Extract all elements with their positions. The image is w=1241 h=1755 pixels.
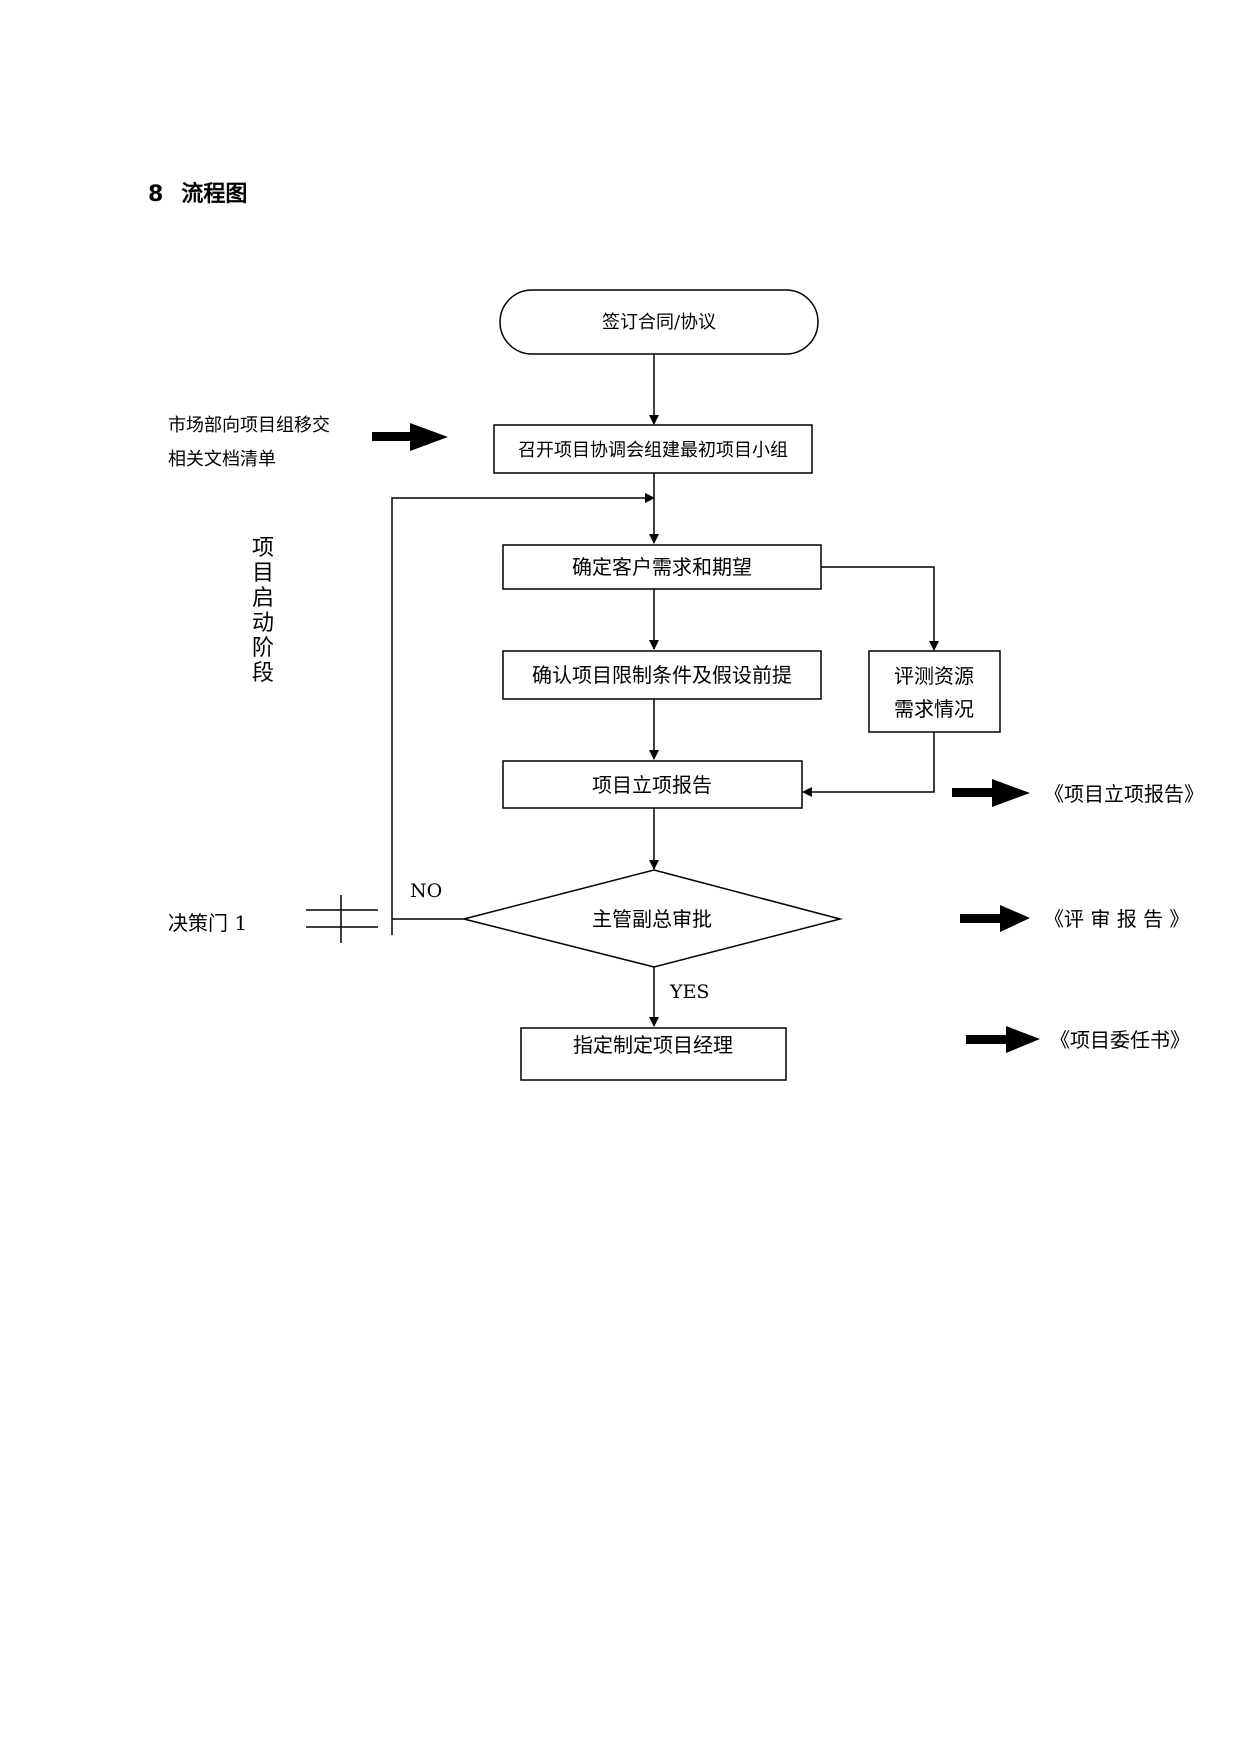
phase-char: 项 <box>252 536 274 561</box>
gate-label: 决策门 1 <box>168 911 247 935</box>
meeting-label: 召开项目协调会组建最初项目小组 <box>518 440 788 461</box>
resource-label-line2: 需求情况 <box>894 697 974 721</box>
appointment-output-arrow-icon <box>966 1026 1040 1053</box>
page-heading: 8 流程图 <box>148 176 247 208</box>
start-node: 签订合同/协议 <box>499 289 819 355</box>
gate-marker <box>306 895 378 943</box>
handover-arrow-icon <box>372 423 448 451</box>
review-output-arrow-icon <box>960 905 1030 932</box>
phase-char: 目 <box>252 561 274 586</box>
resource-node: 评测资源 需求情况 <box>868 650 1001 733</box>
handover-label-line2: 相关文档清单 <box>168 449 276 470</box>
yes-label: YES <box>669 981 709 1003</box>
loop-back-line <box>391 493 655 935</box>
requirements-node: 确定客户需求和期望 <box>502 544 822 590</box>
report-label: 项目立项报告 <box>592 773 712 797</box>
arrow-resource-to-report <box>802 732 935 797</box>
no-label: NO <box>410 880 442 902</box>
start-label: 签订合同/协议 <box>602 312 716 333</box>
constraints-label: 确认项目限制条件及假设前提 <box>532 663 792 687</box>
constraints-node: 确认项目限制条件及假设前提 <box>502 650 822 700</box>
decision-label: 主管副总审批 <box>592 907 712 931</box>
assign-node: 指定制定项目经理 <box>520 1027 787 1081</box>
requirements-label: 确定客户需求和期望 <box>572 555 752 579</box>
appointment-output-doc: 《项目委任书》 <box>1050 1028 1190 1052</box>
phase-char: 启 <box>252 586 274 611</box>
phase-char: 动 <box>252 611 274 636</box>
assign-label: 指定制定项目经理 <box>573 1033 733 1057</box>
review-output-doc: 《评 审 报 告 》 <box>1044 907 1189 931</box>
decision-node: 主管副总审批 <box>463 869 843 968</box>
phase-label: 项 目 启 动 阶 段 <box>252 536 274 686</box>
arrow-requirements-to-resource <box>821 566 939 651</box>
report-output-arrow-icon <box>952 779 1030 807</box>
phase-char: 段 <box>252 661 274 686</box>
report-output-doc: 《项目立项报告》 <box>1044 782 1204 806</box>
resource-label-line1: 评测资源 <box>894 664 974 688</box>
heading-title: 流程图 <box>181 182 248 207</box>
handover-label-line1: 市场部向项目组移交 <box>168 415 330 436</box>
report-node: 项目立项报告 <box>502 760 803 809</box>
heading-number: 8 <box>148 182 164 207</box>
meeting-node: 召开项目协调会组建最初项目小组 <box>493 424 813 474</box>
phase-char: 阶 <box>252 636 274 661</box>
